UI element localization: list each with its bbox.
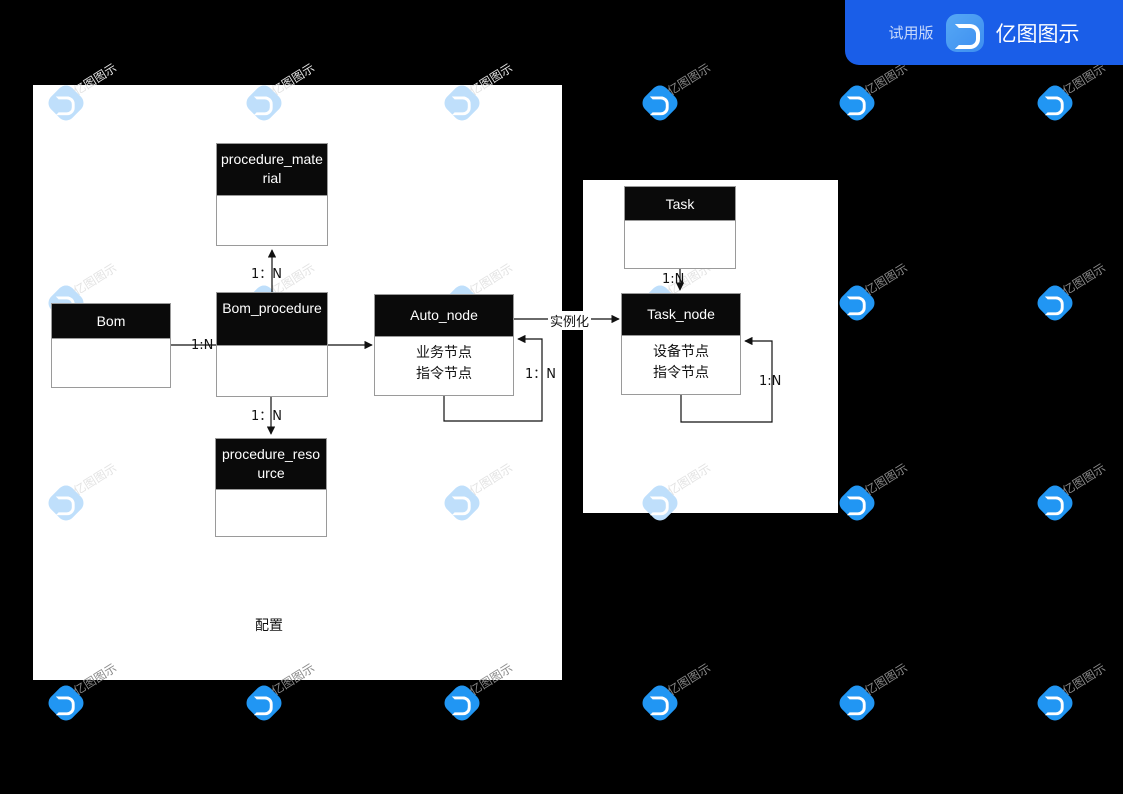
entity-procedure-material-body bbox=[217, 196, 327, 245]
brand-product-name: 亿图图示 bbox=[995, 21, 1080, 46]
edraw-watermark-icon bbox=[835, 681, 879, 725]
entity-procedure-material[interactable]: procedure_material bbox=[216, 143, 328, 246]
edraw-watermark-icon bbox=[1033, 81, 1077, 125]
watermark: 亿图图示 bbox=[835, 661, 932, 726]
edraw-watermark-icon bbox=[835, 481, 879, 525]
watermark: 亿图图示 bbox=[638, 661, 735, 726]
watermark: 亿图图示 bbox=[44, 661, 141, 726]
edraw-watermark-icon bbox=[1033, 281, 1077, 325]
edge-label-tasknode-self: 1:N bbox=[759, 374, 782, 389]
edraw-watermark-icon bbox=[440, 681, 484, 725]
entity-task-node-body: 设备节点 指令节点 bbox=[622, 336, 740, 394]
edge-label-autonode-tasknode: 实例化 bbox=[548, 311, 592, 330]
edraw-watermark-icon bbox=[638, 81, 682, 125]
panel-config-caption: 配置 bbox=[255, 618, 283, 634]
entity-task-node-body-line2: 指令节点 bbox=[653, 365, 709, 381]
watermark: 亿图图示 bbox=[1033, 261, 1123, 326]
entity-procedure-resource[interactable]: procedure_resource bbox=[215, 438, 327, 537]
edraw-watermark-icon bbox=[242, 681, 286, 725]
watermark: 亿图图示 bbox=[835, 461, 932, 526]
watermark: 亿图图示 bbox=[835, 61, 932, 126]
entity-procedure-resource-body bbox=[216, 490, 326, 536]
entity-auto-node[interactable]: Auto_node 业务节点 指令节点 bbox=[374, 294, 514, 396]
watermark-text: 亿图图示 bbox=[862, 60, 911, 99]
entity-procedure-resource-title: procedure_resource bbox=[216, 439, 326, 490]
watermark-text: 亿图图示 bbox=[862, 260, 911, 299]
watermark: 亿图图示 bbox=[1033, 661, 1123, 726]
entity-task-node-body-line1: 设备节点 bbox=[653, 344, 709, 360]
edge-label-bom-bomprocedure: 1:N bbox=[191, 338, 214, 353]
watermark: 亿图图示 bbox=[1033, 461, 1123, 526]
entity-bom-procedure-body bbox=[217, 346, 327, 396]
edge-label-bomprocedure-procedurematerial: 1：N bbox=[251, 267, 282, 282]
watermark-text: 亿图图示 bbox=[1060, 260, 1109, 299]
entity-bom-procedure-title: Bom_procedure bbox=[217, 293, 327, 346]
entity-auto-node-title: Auto_node bbox=[375, 295, 513, 337]
watermark-text: 亿图图示 bbox=[862, 660, 911, 699]
edraw-watermark-icon bbox=[44, 681, 88, 725]
entity-bom-procedure[interactable]: Bom_procedure bbox=[216, 292, 328, 397]
edraw-watermark-icon bbox=[638, 681, 682, 725]
entity-task-node[interactable]: Task_node 设备节点 指令节点 bbox=[621, 293, 741, 395]
watermark-text: 亿图图示 bbox=[1060, 60, 1109, 99]
entity-auto-node-body-line2: 指令节点 bbox=[416, 366, 472, 382]
edge-label-bomprocedure-procedureresource: 1：N bbox=[251, 409, 282, 424]
entity-procedure-material-title: procedure_material bbox=[217, 144, 327, 196]
watermark-text: 亿图图示 bbox=[1060, 660, 1109, 699]
edraw-logo-icon bbox=[945, 13, 984, 52]
entity-auto-node-body-line1: 业务节点 bbox=[416, 345, 472, 361]
watermark-text: 亿图图示 bbox=[1060, 460, 1109, 499]
watermark: 亿图图示 bbox=[242, 661, 339, 726]
entity-bom-title: Bom bbox=[52, 304, 170, 339]
watermark: 亿图图示 bbox=[835, 261, 932, 326]
edge-label-task-tasknode: 1:N bbox=[662, 272, 685, 287]
brand-banner: 试用版 亿图图示 bbox=[845, 0, 1123, 65]
edge-label-autonode-self: 1：N bbox=[525, 367, 556, 382]
edraw-watermark-icon bbox=[835, 281, 879, 325]
entity-task-node-title: Task_node bbox=[622, 294, 740, 336]
entity-bom[interactable]: Bom bbox=[51, 303, 171, 388]
entity-auto-node-body: 业务节点 指令节点 bbox=[375, 337, 513, 395]
watermark: 亿图图示 bbox=[638, 61, 735, 126]
entity-task-body bbox=[625, 221, 735, 268]
watermark-text: 亿图图示 bbox=[862, 460, 911, 499]
edraw-watermark-icon bbox=[1033, 481, 1077, 525]
watermark: 亿图图示 bbox=[1033, 61, 1123, 126]
watermark-text: 亿图图示 bbox=[665, 60, 714, 99]
edraw-watermark-icon bbox=[1033, 681, 1077, 725]
watermark-text: 亿图图示 bbox=[665, 660, 714, 699]
watermark: 亿图图示 bbox=[440, 661, 537, 726]
entity-bom-body bbox=[52, 339, 170, 387]
entity-task-title: Task bbox=[625, 187, 735, 221]
entity-task[interactable]: Task bbox=[624, 186, 736, 269]
brand-trial-label: 试用版 bbox=[888, 24, 934, 42]
edraw-watermark-icon bbox=[835, 81, 879, 125]
